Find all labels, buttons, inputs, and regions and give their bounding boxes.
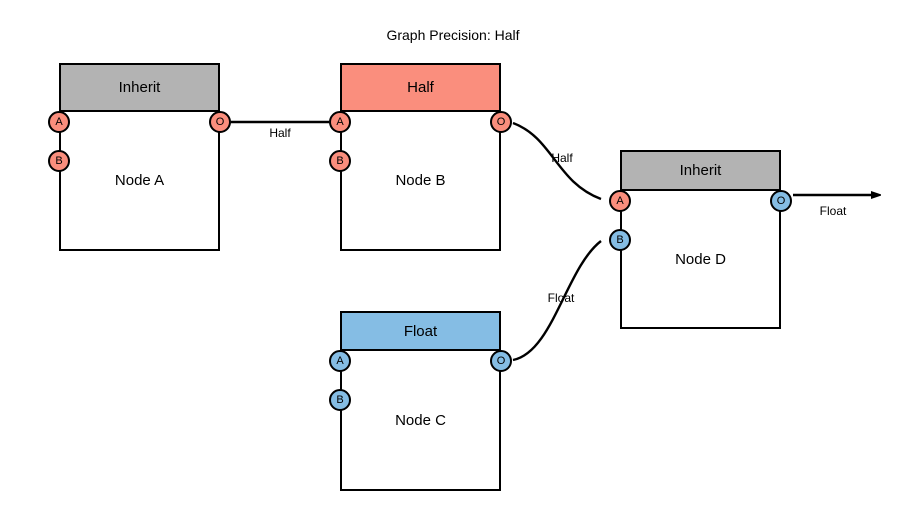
edge-b-to-d-label: Half bbox=[551, 151, 573, 165]
node-label: Node D bbox=[675, 250, 726, 268]
page-title: Graph Precision: Half bbox=[386, 27, 520, 43]
node-precision-header: Inherit bbox=[61, 65, 218, 112]
port-o-node-d[interactable]: O bbox=[770, 190, 792, 212]
port-a-node-a[interactable]: A bbox=[48, 111, 70, 133]
edge-c-to-d[interactable] bbox=[512, 240, 602, 362]
node-precision-header: Inherit bbox=[622, 152, 779, 191]
port-o-node-c[interactable]: O bbox=[490, 350, 512, 372]
port-a-node-b[interactable]: A bbox=[329, 111, 351, 133]
edge-b-to-d[interactable] bbox=[512, 121, 602, 201]
port-o-node-a[interactable]: O bbox=[209, 111, 231, 133]
node-label: Node C bbox=[395, 411, 446, 429]
port-b-node-a[interactable]: B bbox=[48, 150, 70, 172]
port-o-node-b[interactable]: O bbox=[490, 111, 512, 133]
edge-d-output-label: Float bbox=[819, 204, 847, 218]
edge-a-to-b-label: Half bbox=[269, 126, 291, 140]
port-b-node-d[interactable]: B bbox=[609, 229, 631, 251]
node-label: Node B bbox=[395, 172, 446, 189]
port-b-node-c[interactable]: B bbox=[329, 389, 351, 411]
edge-c-to-d-label: Float bbox=[547, 291, 575, 305]
node-label: Node A bbox=[114, 172, 165, 189]
node-precision-header: Half bbox=[342, 65, 499, 112]
port-a-node-d[interactable]: A bbox=[609, 190, 631, 212]
port-b-node-b[interactable]: B bbox=[329, 150, 351, 172]
node-precision-header: Float bbox=[342, 313, 499, 351]
port-a-node-c[interactable]: A bbox=[329, 350, 351, 372]
